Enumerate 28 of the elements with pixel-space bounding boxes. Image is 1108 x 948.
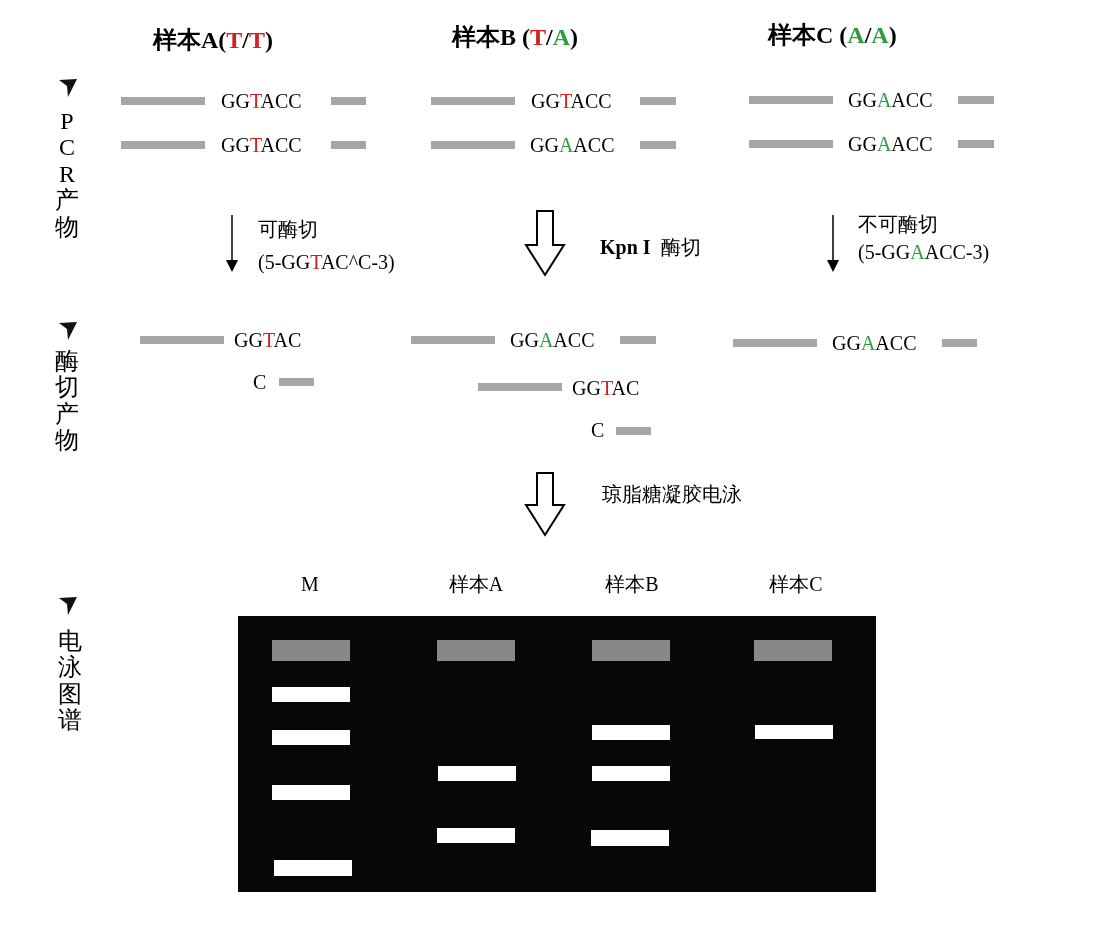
sequence-label: GGTACC	[221, 134, 302, 156]
lane-label: M	[301, 573, 319, 595]
sequence-label: GGTAC	[234, 329, 302, 351]
lane-label: 样本B	[605, 573, 659, 595]
section-label: 电泳图谱	[58, 628, 82, 734]
site-sequence: (5-GGAACC-3)	[858, 241, 990, 263]
sequence-label: GGAACC	[510, 329, 595, 351]
sample-heading: 样本A(T/T)	[153, 26, 274, 54]
section-label: 酶切产物	[55, 348, 79, 454]
step-note: 琼脂糖凝胶电泳	[602, 483, 742, 505]
step-note: Kpn I 酶切	[600, 236, 701, 258]
sequence-label: GGAACC	[832, 332, 917, 354]
sequence-label: GGTACC	[531, 90, 612, 112]
sequence-label: GGAACC	[848, 133, 933, 155]
sequence-label: GGAACC	[848, 89, 933, 111]
lane-label: 样本A	[448, 573, 504, 595]
section-label: PCR产物	[55, 108, 79, 240]
sequence-label: C	[253, 371, 267, 393]
step-note: 不可酶切	[858, 213, 938, 235]
sequence-label: GGAACC	[530, 134, 615, 156]
step-note: 可酶切	[258, 218, 318, 240]
site-sequence: (5-GGTAC^C-3)	[258, 251, 395, 273]
sample-heading: 样本C (A/A)	[768, 21, 897, 49]
sample-heading: 样本B (T/A)	[452, 23, 579, 51]
sequence-label: C	[591, 419, 605, 441]
lane-label: 样本C	[769, 573, 823, 595]
sequence-label: GGTACC	[221, 90, 302, 112]
sequence-label: GGTAC	[572, 377, 640, 399]
